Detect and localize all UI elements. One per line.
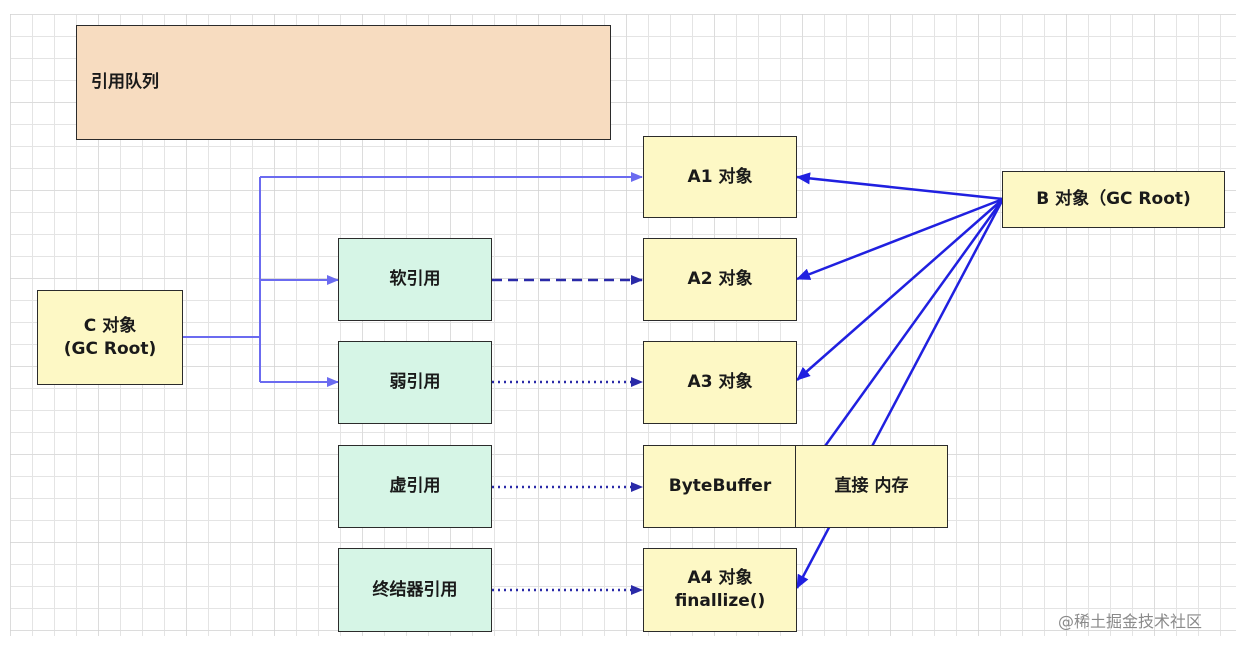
a2-object-label: A2 对象 (687, 269, 753, 290)
b-to-a1-arrow (796, 172, 1004, 201)
b-to-bytebuffer-arrow (795, 198, 1005, 486)
a3-object-label: A3 对象 (687, 372, 753, 393)
weak-reference-label: 弱引用 (389, 372, 441, 393)
watermark-text: @稀土掘金技术社区 (1058, 612, 1203, 631)
c-object-gc-root: (GC Root) (63, 338, 157, 359)
a1-object-label: A1 对象 (687, 166, 753, 187)
direct-memory-label: 直接 内存 (834, 476, 909, 497)
soft-reference-label: 软引用 (389, 269, 441, 290)
a4-object-box: A4 对象 finallize() (643, 548, 797, 632)
finalizer-reference-label: 终结器引用 (372, 579, 458, 600)
b-object-box: B 对象（GC Root) (1002, 171, 1225, 228)
phantom-reference-box: 虚引用 (338, 445, 492, 528)
c-object-box: C 对象 (GC Root) (37, 290, 183, 385)
soft-reference-box: 软引用 (338, 238, 492, 321)
a4-object-label: A4 对象 (687, 568, 753, 589)
b-object-label: B 对象（GC Root) (1036, 189, 1191, 210)
weak-reference-box: 弱引用 (338, 341, 492, 424)
c-object-name: C 对象 (83, 315, 137, 336)
b-to-a4-arrow (795, 198, 1005, 589)
bytebuffer-box: ByteBuffer (643, 445, 797, 528)
phantom-reference-label: 虚引用 (389, 476, 441, 497)
reference-queue-label: 引用队列 (91, 72, 159, 93)
a4-finalize-label: finallize() (674, 591, 766, 611)
direct-memory-box: 直接 内存 (795, 445, 948, 528)
a3-object-box: A3 对象 (643, 341, 797, 424)
a2-object-box: A2 对象 (643, 238, 797, 321)
b-to-a3-arrow (796, 198, 1004, 381)
bytebuffer-label: ByteBuffer (668, 476, 772, 497)
reference-queue-box: 引用队列 (76, 25, 611, 140)
a1-object-box: A1 对象 (643, 136, 797, 218)
b-to-a2-arrow (796, 197, 1004, 281)
finalizer-reference-box: 终结器引用 (338, 548, 492, 632)
